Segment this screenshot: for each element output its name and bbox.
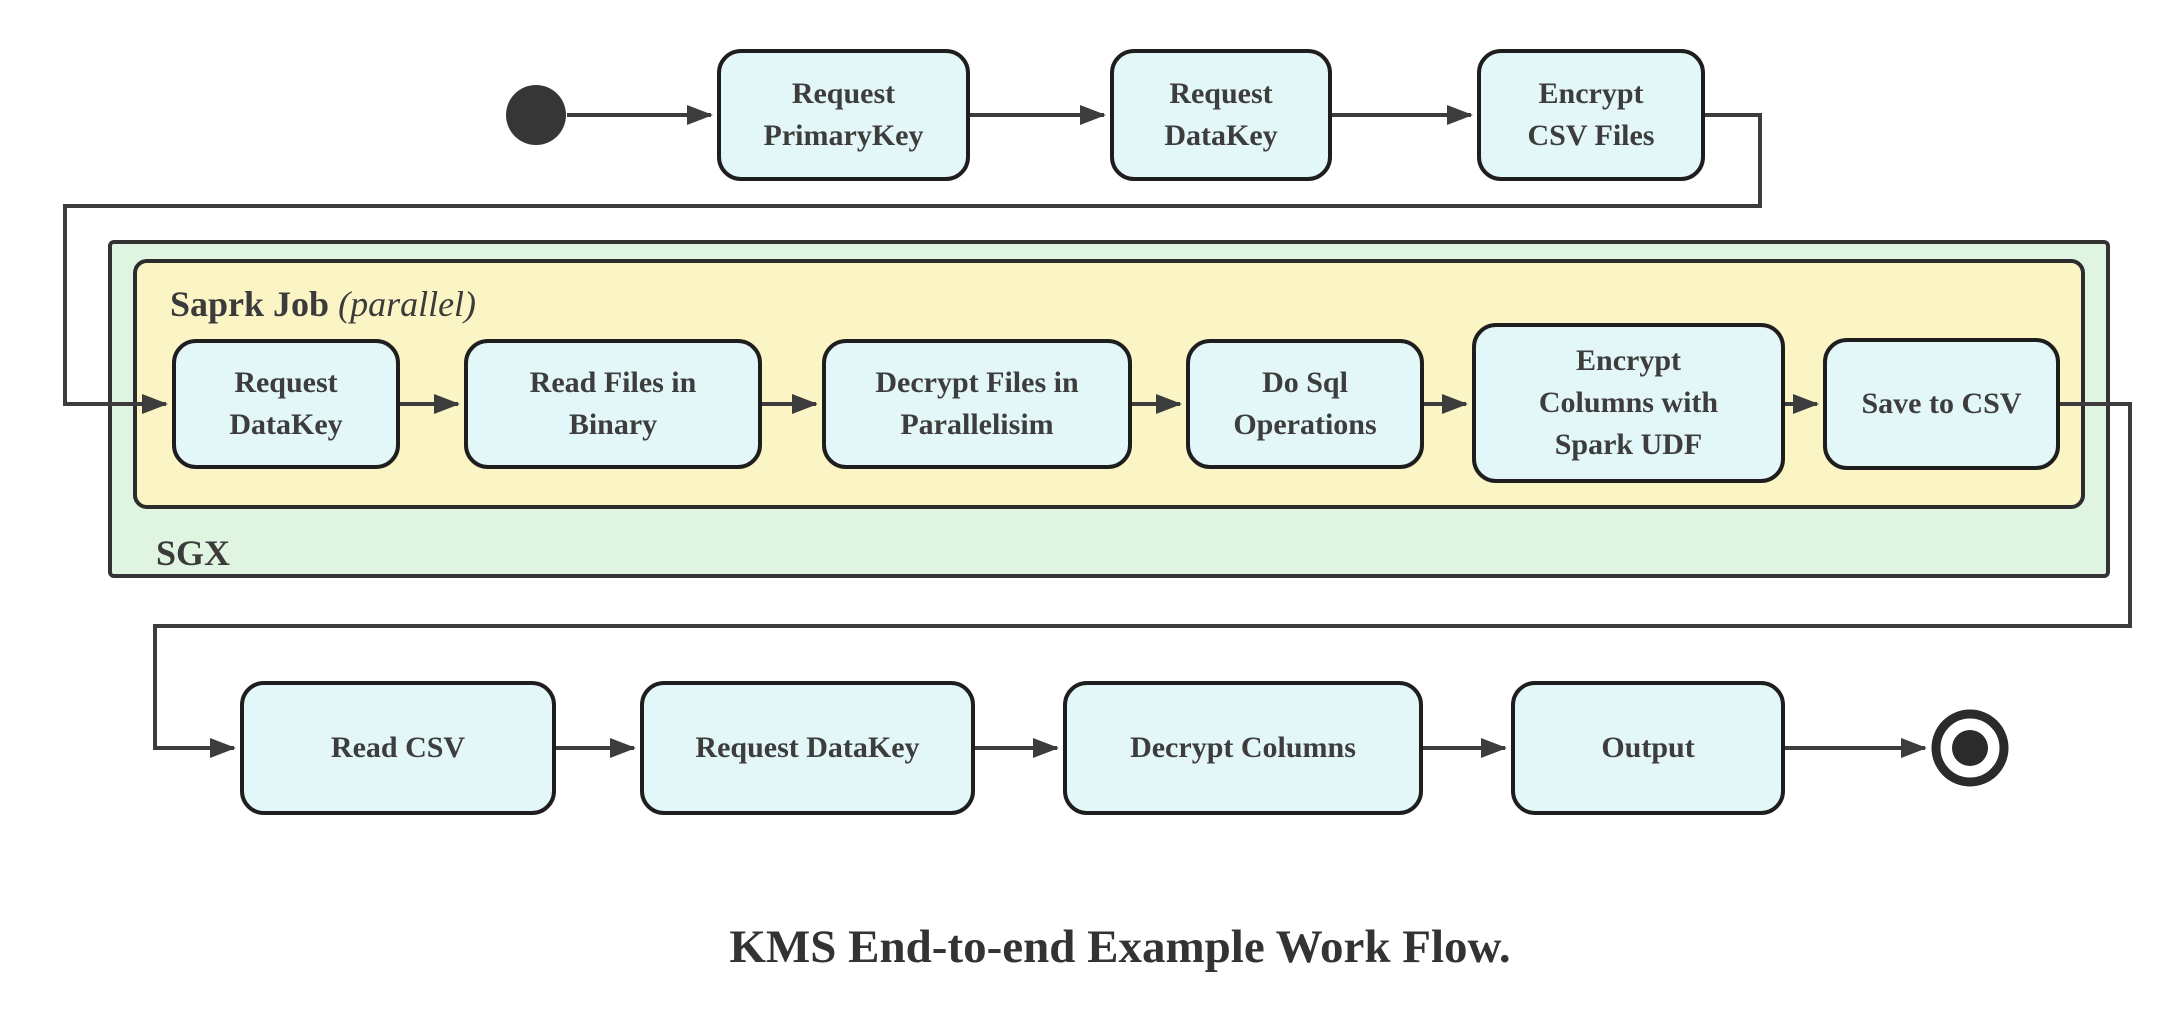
- node-label: Do Sql Operations: [1233, 366, 1377, 441]
- node-decrypt-files-in-parallelisim: Decrypt Files in Parallelisim: [822, 339, 1132, 469]
- end-state-icon: [1931, 709, 2009, 787]
- node-request-primarykey: Request PrimaryKey: [717, 49, 970, 181]
- spark-job-title-note: (parallel): [338, 284, 477, 324]
- node-label: Request PrimaryKey: [763, 77, 924, 152]
- node-label: Decrypt Columns: [1130, 731, 1356, 764]
- node-do-sql-operations: Do Sql Operations: [1186, 339, 1424, 469]
- node-label: Request DataKey: [229, 366, 343, 441]
- node-save-to-csv: Save to CSV: [1823, 338, 2060, 470]
- spark-job-title-text: Saprk Job: [170, 284, 330, 324]
- node-label: Encrypt CSV Files: [1527, 77, 1655, 152]
- node-label: Read Files in Binary: [529, 366, 697, 441]
- node-request-datakey-bottom: Request DataKey: [640, 681, 975, 815]
- node-sgx-request-datakey: Request DataKey: [172, 339, 400, 469]
- node-decrypt-columns: Decrypt Columns: [1063, 681, 1423, 815]
- sgx-label: SGX: [156, 533, 231, 573]
- node-label: Read CSV: [330, 731, 466, 764]
- node-label: Request DataKey: [1164, 77, 1278, 152]
- start-state-icon: [506, 85, 566, 145]
- node-label: Encrypt Columns with Spark UDF: [1538, 344, 1719, 461]
- node-read-csv: Read CSV: [240, 681, 556, 815]
- node-label: Save to CSV: [1861, 387, 2022, 420]
- node-read-files-in-binary: Read Files in Binary: [464, 339, 762, 469]
- node-encrypt-csv-files: Encrypt CSV Files: [1477, 49, 1705, 181]
- diagram-caption: KMS End-to-end Example Work Flow.: [729, 921, 1511, 973]
- node-encrypt-columns-with-spark-udf: Encrypt Columns with Spark UDF: [1472, 323, 1785, 483]
- node-request-datakey-top: Request DataKey: [1110, 49, 1332, 181]
- node-label: Request DataKey: [695, 731, 920, 764]
- connector-encrypt-csv-to-sgx-request-datakey: [63, 113, 1762, 414]
- node-output: Output: [1511, 681, 1785, 815]
- node-label: Output: [1601, 731, 1695, 764]
- node-label: Decrypt Files in Parallelisim: [875, 366, 1079, 441]
- spark-job-title: Saprk Job (parallel): [170, 283, 476, 325]
- connector-save-csv-to-read-csv: [153, 402, 2132, 758]
